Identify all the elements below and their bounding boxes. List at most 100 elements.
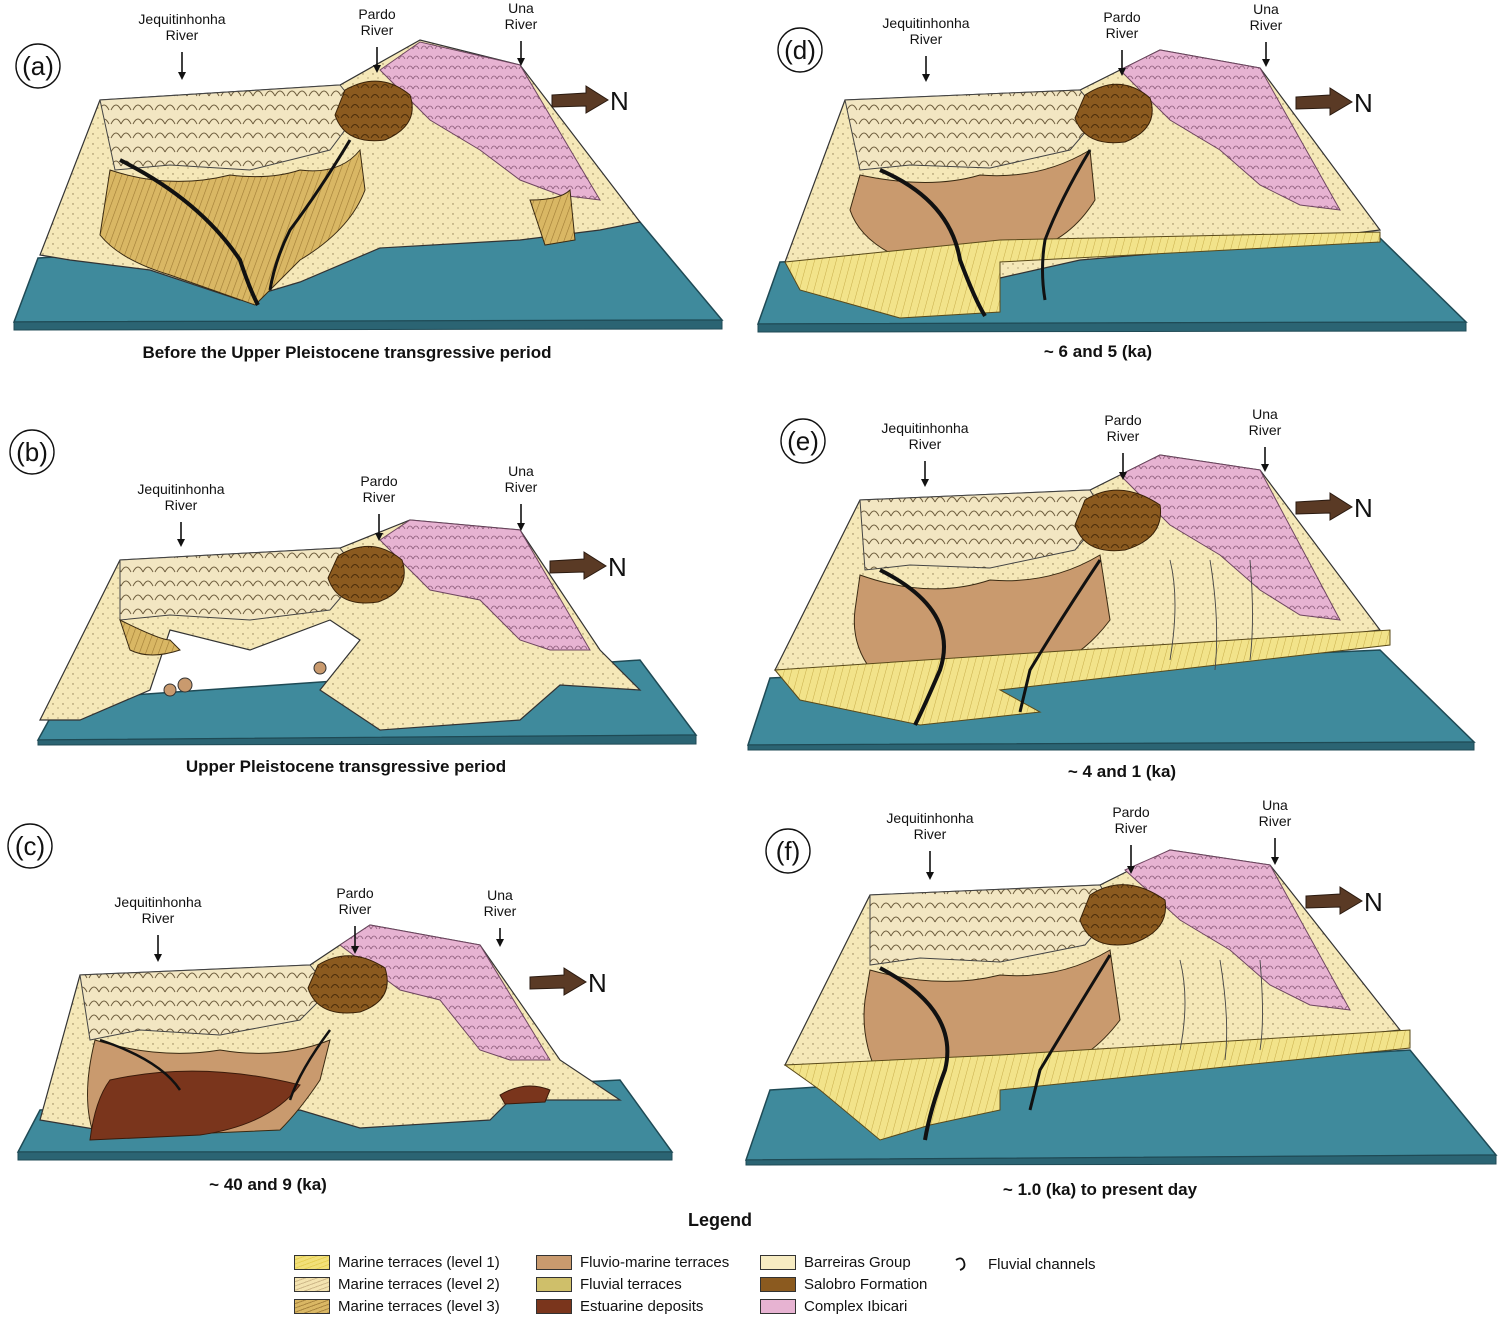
river-arrow-icon: [373, 47, 381, 73]
river-arrow-icon: [517, 41, 525, 66]
legend-swatch: [536, 1254, 572, 1270]
river-label-una: Una: [1252, 406, 1278, 422]
river-label-una: Una: [508, 463, 534, 479]
river-arrow-icon: [921, 461, 929, 487]
river-label-una-sub: River: [484, 903, 517, 919]
legend-label: Fluvial terraces: [580, 1275, 682, 1293]
panel-letter: (b): [16, 437, 48, 467]
legend-swatch: [760, 1254, 796, 1270]
river-label-jequitinhonha: Jequitinhonha: [114, 894, 201, 910]
panel-letter: (d): [784, 35, 816, 65]
river-label-pardo-sub: River: [361, 22, 394, 38]
river-label-pardo-sub: River: [1106, 25, 1139, 41]
panel-caption: Upper Pleistocene transgressive period: [186, 757, 506, 776]
river-label-pardo: Pardo: [1112, 804, 1150, 820]
river-label-pardo: Pardo: [1104, 412, 1142, 428]
river-label-una-sub: River: [505, 16, 538, 32]
panel-annotations: (a)Before the Upper Pleistocene transgre…: [7, 27, 1383, 1199]
river-label-una-sub: River: [1259, 813, 1292, 829]
legend-label: Marine terraces (level 1): [338, 1253, 500, 1271]
panel-letter-circle: [780, 418, 826, 464]
north-label: N: [1354, 88, 1373, 118]
river-label-jequitinhonha: Jequitinhonha: [886, 810, 973, 826]
river-arrow-icon: [351, 926, 359, 954]
river-arrow-icon: [1127, 845, 1135, 874]
panel-caption: ~ 4 and 1 (ka): [1068, 762, 1176, 781]
fluvial-channel-icon: [955, 1257, 966, 1271]
north-label: N: [588, 968, 607, 998]
legend-label: Fluvial channels: [988, 1255, 1096, 1273]
river-label-una-sub: River: [1250, 17, 1283, 33]
north-label: N: [610, 86, 629, 116]
river-label-jequitinhonha: Jequitinhonha: [881, 420, 968, 436]
legend-swatch: [294, 1254, 330, 1270]
legend-label: Marine terraces (level 2): [338, 1275, 500, 1293]
north-label: N: [1354, 493, 1373, 523]
legend-swatch: [294, 1298, 330, 1314]
river-label-pardo: Pardo: [1103, 9, 1141, 25]
river-label-pardo: Pardo: [360, 473, 398, 489]
panel-c: [16, 924, 674, 1161]
legend-item-marine-terraces-1: Marine terraces (level 1): [294, 1252, 500, 1272]
panel-letter-circle: [15, 43, 61, 89]
legend-swatch: [760, 1276, 796, 1292]
river-label-una-sub: River: [505, 479, 538, 495]
river-arrow-icon: [517, 504, 525, 531]
panel-letter-circle: [7, 823, 53, 869]
panel-caption: ~ 40 and 9 (ka): [209, 1175, 327, 1194]
legend-item-fluvial-channels: Fluvial channels: [952, 1254, 1096, 1274]
panel-b: [36, 519, 698, 746]
legend-label: Barreiras Group: [804, 1253, 911, 1271]
river-arrow-icon: [1119, 453, 1127, 480]
river-label-jequitinhonha-sub: River: [910, 31, 943, 47]
panel-f: [744, 849, 1498, 1166]
river-arrow-icon: [922, 56, 930, 82]
river-arrow-icon: [1261, 447, 1269, 472]
legend-swatch: [536, 1276, 572, 1292]
north-label: N: [608, 552, 627, 582]
river-label-jequitinhonha: Jequitinhonha: [137, 481, 224, 497]
river-arrow-icon: [1271, 838, 1279, 865]
north-label: N: [1364, 887, 1383, 917]
river-label-jequitinhonha: Jequitinhonha: [882, 15, 969, 31]
north-arrow-icon: [1305, 886, 1363, 915]
north-arrow-icon: [1295, 87, 1353, 116]
legend-item-marine-terraces-3: Marine terraces (level 3): [294, 1296, 500, 1316]
river-arrow-icon: [375, 514, 383, 541]
legend-title: Legend: [687, 1210, 752, 1230]
panel-caption: ~ 6 and 5 (ka): [1044, 342, 1152, 361]
panel-letter-circle: [765, 828, 811, 874]
legend-label: Fluvio-marine terraces: [580, 1253, 730, 1271]
river-label-jequitinhonha-sub: River: [166, 27, 199, 43]
panel-caption: Before the Upper Pleistocene transgressi…: [142, 343, 551, 362]
north-arrow-icon: [549, 551, 607, 580]
panel-letter: (e): [787, 426, 819, 456]
legend-item-salobro-formation: Salobro Formation: [760, 1274, 927, 1294]
north-arrow-icon: [1295, 492, 1353, 521]
north-arrow-icon: [529, 967, 587, 996]
panel-letter-circle: [9, 429, 55, 475]
panel-letter: (f): [776, 836, 801, 866]
legend-swatch: [536, 1298, 572, 1314]
river-arrow-icon: [496, 928, 504, 947]
panel-letter: (c): [15, 831, 45, 861]
river-label-jequitinhonha: Jequitinhonha: [138, 11, 225, 27]
river-arrow-icon: [926, 851, 934, 880]
river-label-pardo: Pardo: [336, 885, 374, 901]
panel-letter-circle: [777, 27, 823, 73]
legend-swatch: [294, 1276, 330, 1292]
legend-label: Estuarine deposits: [580, 1297, 704, 1315]
north-arrow-icon: [551, 85, 609, 114]
river-label-jequitinhonha-sub: River: [914, 826, 947, 842]
river-arrow-icon: [177, 522, 185, 547]
river-label-pardo-sub: River: [1115, 820, 1148, 836]
legend-label: Salobro Formation: [804, 1275, 928, 1293]
legend-item-fluvio-marine-terraces: Fluvio-marine terraces: [536, 1252, 729, 1272]
river-arrow-icon: [1118, 50, 1126, 76]
river-label-una: Una: [1262, 797, 1288, 813]
river-label-pardo: Pardo: [358, 6, 396, 22]
panel-caption: ~ 1.0 (ka) to present day: [1003, 1180, 1198, 1199]
panel-a: [12, 39, 724, 331]
river-label-una-sub: River: [1249, 422, 1282, 438]
